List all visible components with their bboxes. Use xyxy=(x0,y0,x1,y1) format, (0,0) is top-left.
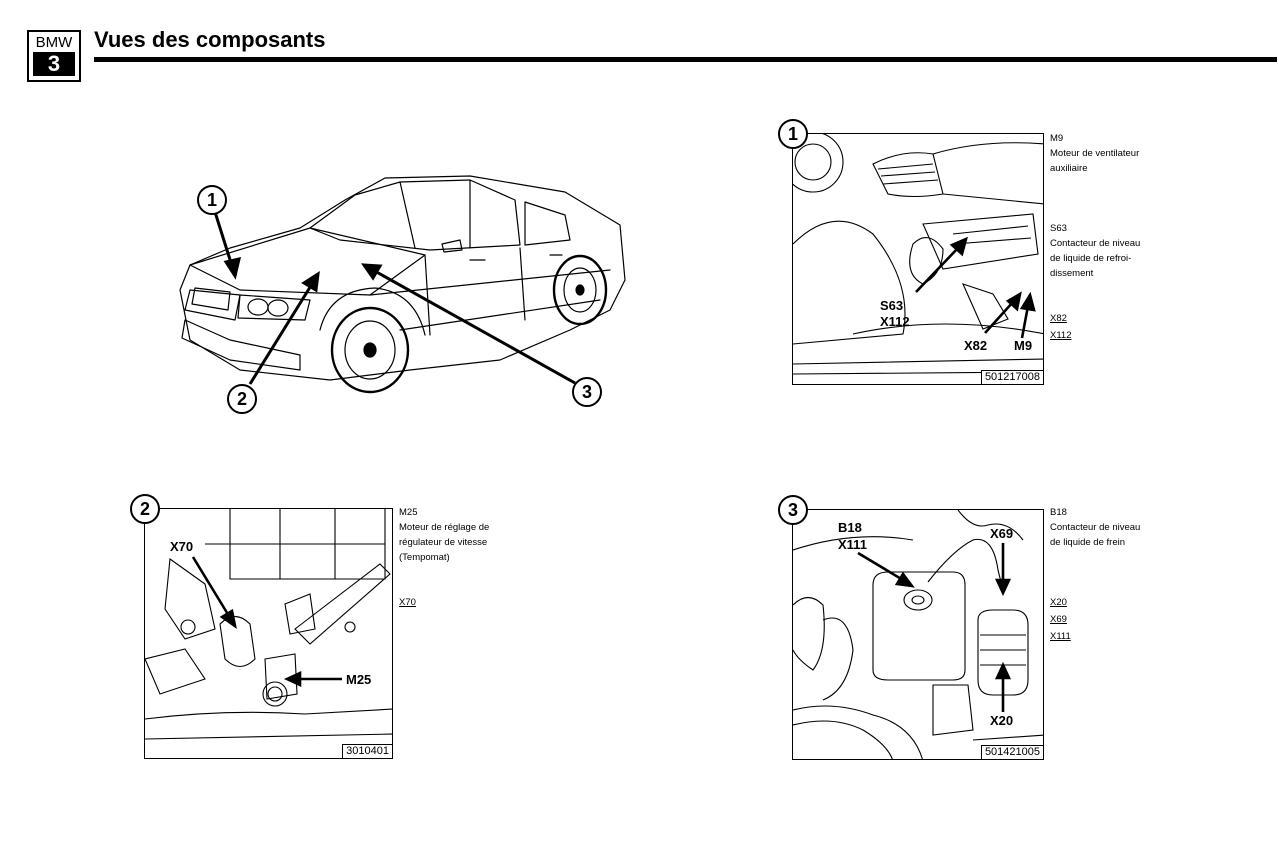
connector-x70: X70 xyxy=(399,597,416,608)
panel-1-callout: 1 xyxy=(778,119,808,149)
car-overview-illustration xyxy=(179,175,626,394)
overview-callout-3: 3 xyxy=(572,377,602,407)
connector-x112: X112 xyxy=(1050,330,1072,341)
note-line: auxiliaire xyxy=(1050,163,1088,174)
connector-x111: X111 xyxy=(1050,631,1071,642)
tag-x69: X69 xyxy=(990,526,1014,541)
connector-x82: X82 xyxy=(1050,313,1067,324)
note-line: de liquide de refroi- xyxy=(1050,253,1132,264)
note-line: (Tempomat) xyxy=(399,552,450,563)
tag-x70: X70 xyxy=(170,539,194,554)
panel-3-callout: 3 xyxy=(778,495,808,525)
bmw-3-logo: BMW 3 xyxy=(27,30,81,82)
detail-panel-1: 501217008 xyxy=(792,133,1044,385)
connector-x69: X69 xyxy=(1050,614,1067,625)
note-code-m9: M9 xyxy=(1050,133,1064,144)
tag-b18: B18 xyxy=(838,520,862,535)
connector-x20: X20 xyxy=(1050,597,1067,608)
tag-x20: X20 xyxy=(990,713,1014,728)
overview-callout-2: 2 xyxy=(227,384,257,414)
note-line: Contacteur de niveau xyxy=(1050,522,1141,533)
panel-3-ref-number: 501421005 xyxy=(980,745,1043,759)
panel-3-engine-drawing xyxy=(793,510,1043,759)
detail-panel-2: 3010401 xyxy=(144,508,393,759)
logo-brand-text: BMW xyxy=(35,34,73,51)
tag-x82: X82 xyxy=(964,338,988,353)
panel-1-ref-number: 501217008 xyxy=(980,370,1043,384)
tag-x112: X112 xyxy=(880,314,910,329)
note-code-b18: B18 xyxy=(1050,507,1067,518)
overview-callout-1: 1 xyxy=(197,185,227,215)
logo-series-number: 3 xyxy=(33,52,75,76)
note-line: régulateur de vitesse xyxy=(399,537,488,548)
panel-3-notes: B18 Contacteur de niveau de liquide de f… xyxy=(1050,505,1160,644)
tag-m9: M9 xyxy=(1014,338,1033,353)
panel-1-notes: M9 Moteur de ventilateur auxiliaire S63 … xyxy=(1050,131,1160,343)
tag-s63: S63 xyxy=(880,298,904,313)
page-title: Vues des composants xyxy=(94,27,326,52)
panel-1-engine-drawing xyxy=(793,134,1043,375)
panel-2-callout: 2 xyxy=(130,494,160,524)
panel-2-notes: M25 Moteur de réglage de régulateur de v… xyxy=(399,505,509,610)
tag-m25: M25 xyxy=(346,672,372,687)
note-line: Moteur de réglage de xyxy=(399,522,490,533)
note-code-s63: S63 xyxy=(1050,223,1067,234)
note-line: de liquide de frein xyxy=(1050,537,1125,548)
panel-2-engine-drawing xyxy=(145,509,392,740)
title-rule xyxy=(94,57,1277,62)
note-code-m25: M25 xyxy=(399,507,418,518)
note-line: Moteur de ventilateur xyxy=(1050,148,1140,159)
note-line: Contacteur de niveau xyxy=(1050,238,1141,249)
tag-x111: X111 xyxy=(838,537,867,552)
note-line: dissement xyxy=(1050,268,1094,279)
panel-2-ref-number: 3010401 xyxy=(342,744,392,758)
